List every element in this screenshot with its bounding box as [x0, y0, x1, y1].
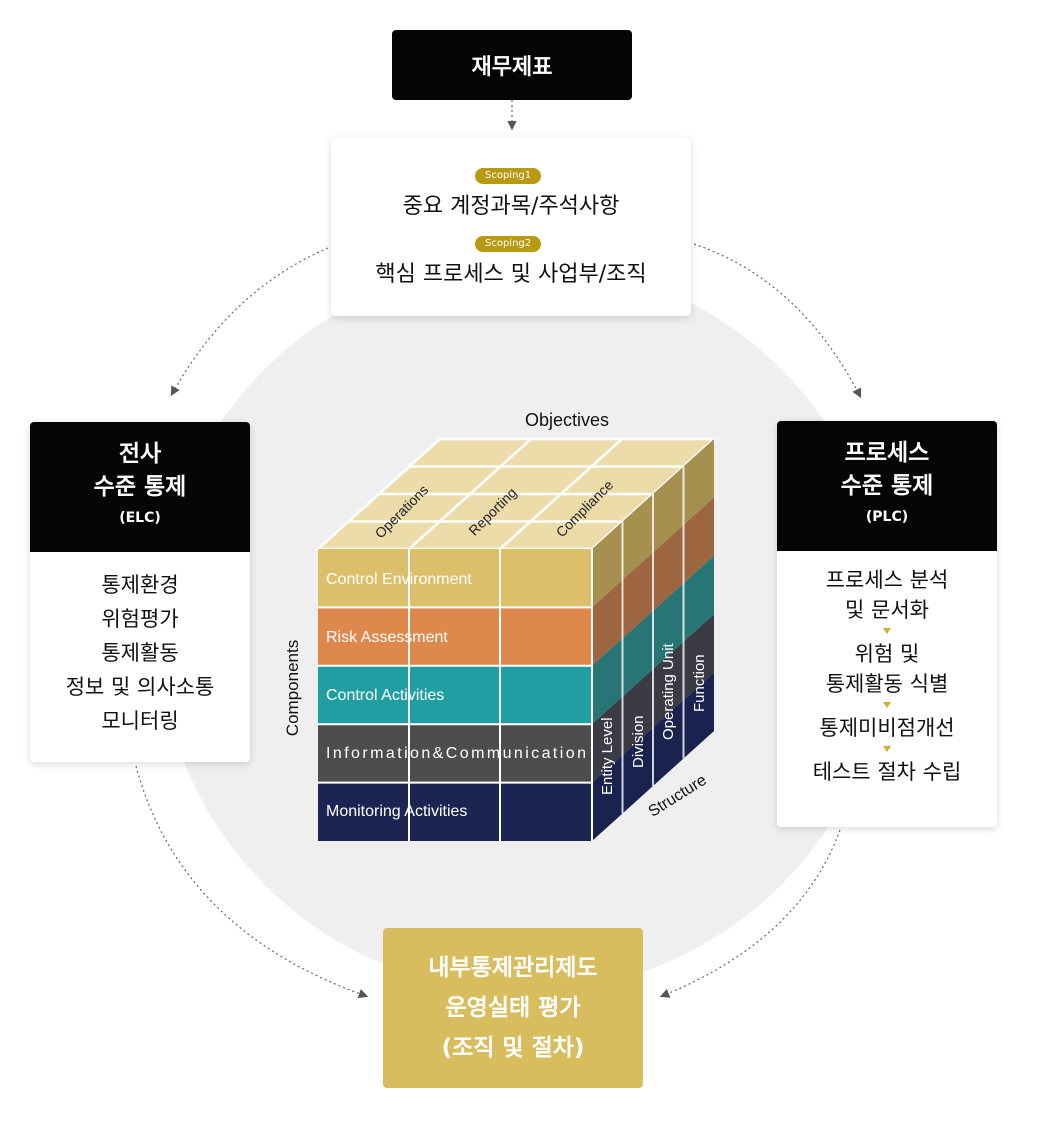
financial-statements-box: 재무제표: [392, 30, 632, 100]
elc-item: 위험평가: [101, 607, 179, 631]
elc-header: 전사 수준 통제 (ELC): [30, 422, 250, 552]
scoping1-badge: Scoping1: [475, 168, 542, 184]
component-control-environment: Control Environment: [326, 571, 472, 588]
plc-step-text: 및 문서화: [845, 598, 929, 622]
step-arrow-icon: [883, 628, 891, 634]
elc-item: 통제활동: [101, 641, 179, 665]
structure-entity-level: Entity Level: [599, 717, 616, 795]
component-monitoring-activities: Monitoring Activities: [326, 803, 467, 820]
plc-title-line1: 프로세스: [844, 440, 930, 466]
plc-steps: 프로세스 분석 및 문서화 위험 및 통제활동 식별 통제미비점개선 테스트 절…: [777, 551, 997, 787]
plc-abbr: (PLC): [865, 509, 909, 525]
plc-step-text: 위험 및: [854, 642, 920, 666]
elc-item: 모니터링: [101, 709, 179, 733]
evaluation-box: 내부통제관리제도 운영실태 평가 (조직 및 절차): [383, 928, 643, 1088]
arrow-scoping-to-elc: [170, 247, 329, 397]
scoping2-badge: Scoping2: [475, 236, 542, 252]
scoping-card: Scoping1 중요 계정과목/주석사항 Scoping2 핵심 프로세스 및…: [331, 138, 691, 316]
elc-item: 통제환경: [101, 573, 179, 597]
arrow-scoping-to-plc: [693, 243, 862, 399]
scoping2-text: 핵심 프로세스 및 사업부/조직: [375, 262, 647, 287]
elc-items: 통제환경 위험평가 통제활동 정보 및 의사소통 모니터링: [30, 552, 250, 738]
component-control-activities: Control Activities: [326, 687, 444, 704]
elc-title-line2: 수준 통제: [93, 474, 187, 500]
structure-operating-unit: Operating Unit: [660, 642, 677, 740]
plc-step-text: 통제활동 식별: [825, 672, 949, 696]
elc-abbr: (ELC): [119, 510, 161, 526]
structure-division: Division: [630, 715, 647, 768]
component-risk-assessment: Risk Assessment: [326, 629, 448, 646]
cube-front-face: Control Environment Risk Assessment Cont…: [318, 549, 593, 841]
elc-item: 정보 및 의사소통: [65, 675, 215, 699]
step-arrow-icon: [883, 702, 891, 708]
step-arrow-icon: [883, 746, 891, 752]
plc-card: 프로세스 수준 통제 (PLC) 프로세스 분석 및 문서화 위험 및 통제활동…: [777, 421, 997, 827]
cube-right-face: Entity Level Division Operating Unit Fun…: [592, 439, 714, 841]
plc-step-text: 프로세스 분석: [825, 568, 949, 592]
elc-title-line1: 전사: [118, 441, 162, 467]
financial-statements-title: 재무제표: [471, 55, 553, 80]
plc-title-line2: 수준 통제: [840, 473, 934, 499]
evaluation-line1: 내부통제관리제도: [428, 955, 598, 981]
plc-step-text: 테스트 절차 수립: [812, 760, 962, 784]
evaluation-line3: (조직 및 절차): [441, 1035, 585, 1061]
objectives-axis-label: Objectives: [525, 410, 609, 430]
component-information-communication: Information&Communication: [326, 745, 586, 762]
evaluation-line2: 운영실태 평가: [445, 995, 581, 1021]
elc-card: 전사 수준 통제 (ELC) 통제환경 위험평가 통제활동 정보 및 의사소통 …: [30, 422, 250, 762]
scoping1-text: 중요 계정과목/주석사항: [402, 194, 620, 219]
plc-step-text: 통제미비점개선: [819, 716, 955, 740]
structure-function: Function: [691, 654, 708, 712]
components-axis-label: Components: [283, 640, 302, 736]
plc-header: 프로세스 수준 통제 (PLC): [777, 421, 997, 551]
